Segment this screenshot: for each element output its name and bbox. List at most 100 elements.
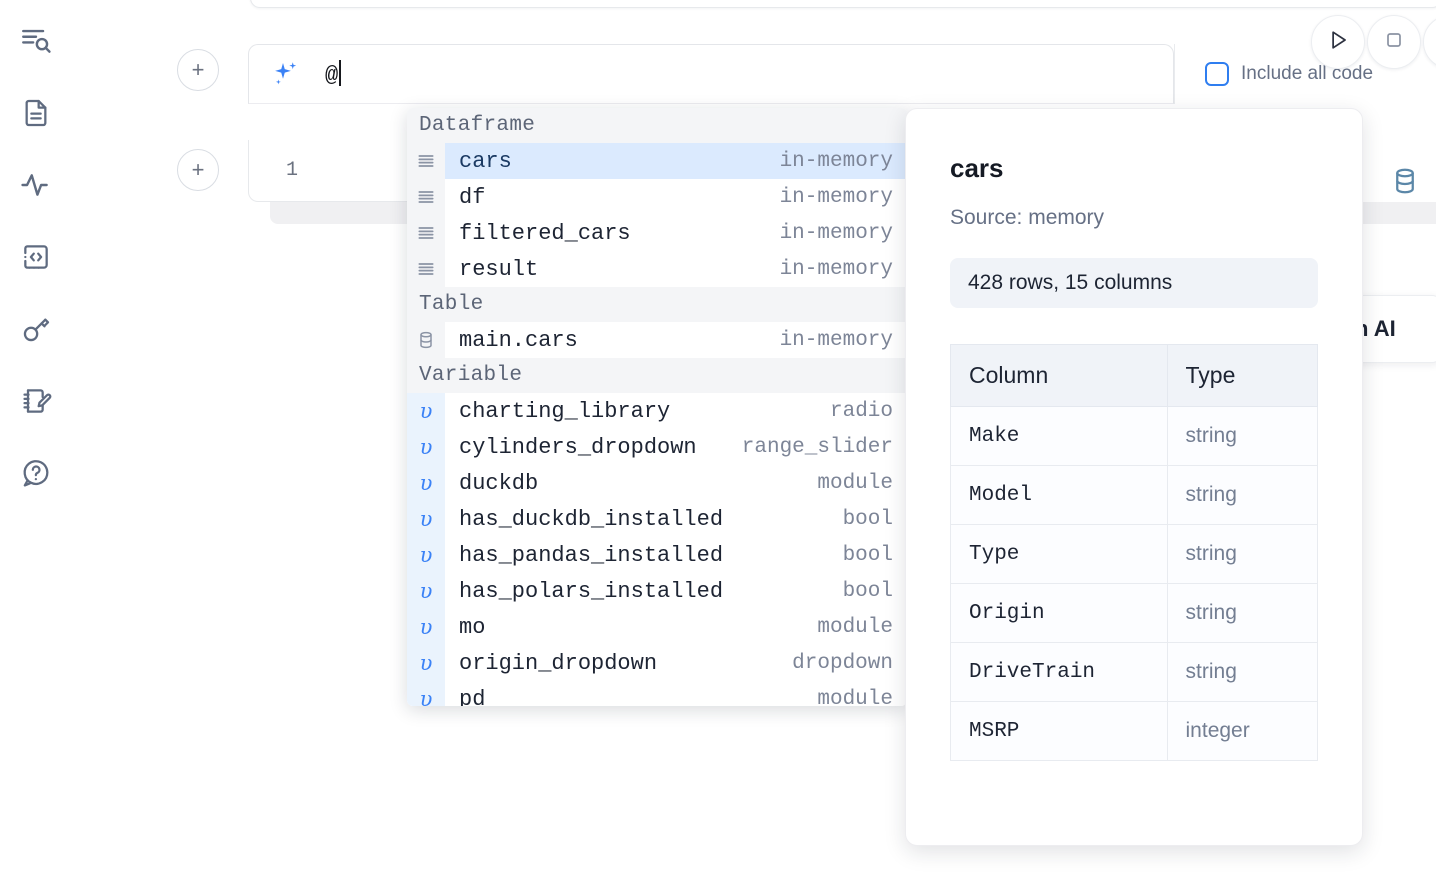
doc-shape-badge: 428 rows, 15 columns bbox=[950, 258, 1318, 308]
autocomplete-item-type: in-memory bbox=[779, 221, 893, 245]
autocomplete-item[interactable]: υ cylinders_dropdown range_slider bbox=[407, 429, 907, 465]
autocomplete-item-type: in-memory bbox=[779, 185, 893, 209]
ai-prompt-input[interactable]: @ bbox=[325, 60, 342, 88]
table-header-row: Column Type bbox=[950, 344, 1319, 407]
add-cell-button-bottom[interactable]: + bbox=[177, 149, 219, 191]
variable-icon: υ bbox=[407, 393, 445, 429]
autocomplete-group-header: Variable bbox=[407, 358, 907, 393]
autocomplete-item-name: cylinders_dropdown bbox=[459, 434, 697, 460]
autocomplete-item-type: bool bbox=[842, 579, 893, 603]
cell-column-type: string bbox=[1166, 642, 1319, 702]
column-header-column: Column bbox=[950, 344, 1168, 407]
autocomplete-item-name: result bbox=[459, 256, 539, 282]
autocomplete-item-type: dropdown bbox=[792, 651, 893, 675]
autocomplete-group-header: Table bbox=[407, 287, 907, 322]
database-icon bbox=[420, 331, 432, 349]
add-cell-button-top[interactable]: + bbox=[177, 49, 219, 91]
autocomplete-item-type: bool bbox=[842, 507, 893, 531]
variable-icon: υ bbox=[419, 615, 433, 639]
explore-icon bbox=[19, 24, 53, 58]
variable-icon: υ bbox=[419, 471, 433, 495]
help-circle-icon bbox=[20, 457, 52, 489]
variable-icon: υ bbox=[419, 579, 433, 603]
autocomplete-item-type: range_slider bbox=[741, 435, 893, 459]
autocomplete-item[interactable]: υ duckdb module bbox=[407, 465, 907, 501]
variable-icon: υ bbox=[407, 573, 445, 609]
cell-above-partial bbox=[250, 0, 1436, 8]
sidebar-item-activity[interactable] bbox=[13, 162, 59, 208]
autocomplete-item-type: module bbox=[817, 471, 893, 495]
sidebar-item-help[interactable] bbox=[13, 450, 59, 496]
sidebar-item-explore[interactable] bbox=[13, 18, 59, 64]
autocomplete-item-name: has_polars_installed bbox=[459, 578, 724, 604]
cell-column-name: MSRP bbox=[950, 701, 1168, 761]
autocomplete-item-name: has_pandas_installed bbox=[459, 542, 724, 568]
cell-column-name: Model bbox=[950, 465, 1168, 525]
variable-icon: υ bbox=[407, 609, 445, 645]
include-all-code-checkbox[interactable] bbox=[1205, 62, 1229, 86]
sidebar-item-snippets[interactable] bbox=[13, 234, 59, 280]
ai-prompt-bar[interactable]: @ bbox=[248, 44, 1174, 104]
square-stop-icon bbox=[1382, 28, 1406, 57]
dataframe-icon bbox=[418, 263, 434, 275]
notebook-pen-icon bbox=[20, 385, 52, 417]
run-button[interactable] bbox=[1311, 15, 1365, 69]
plus-icon: + bbox=[191, 157, 205, 182]
variable-icon: υ bbox=[419, 543, 433, 567]
sidebar-item-files[interactable] bbox=[13, 90, 59, 136]
variable-icon: υ bbox=[419, 399, 433, 423]
dataframe-icon bbox=[407, 251, 445, 287]
cell-column-type: string bbox=[1166, 406, 1319, 466]
database-icon[interactable] bbox=[1390, 166, 1420, 201]
autocomplete-item-name: duckdb bbox=[459, 470, 539, 496]
autocomplete-item-name: origin_dropdown bbox=[459, 650, 658, 676]
cell-column-type: integer bbox=[1166, 701, 1319, 761]
doc-title: cars bbox=[950, 153, 1004, 183]
cell-column-type: string bbox=[1166, 583, 1319, 643]
autocomplete-item-type: in-memory bbox=[779, 328, 893, 352]
sidebar-item-scratchpad[interactable] bbox=[13, 378, 59, 424]
autocomplete-item[interactable]: υ has_polars_installed bool bbox=[407, 573, 907, 609]
stop-button[interactable] bbox=[1367, 15, 1421, 69]
autocomplete-item[interactable]: df in-memory bbox=[407, 179, 907, 215]
cell-column-name: Type bbox=[950, 524, 1168, 584]
sparkle-icon bbox=[271, 59, 301, 89]
sidebar-item-secrets[interactable] bbox=[13, 306, 59, 352]
code-icon bbox=[20, 241, 52, 273]
ai-prompt-value: @ bbox=[325, 63, 339, 88]
plus-icon: + bbox=[191, 57, 205, 82]
autocomplete-item-name: pd bbox=[459, 686, 486, 707]
cell-column-name: Make bbox=[950, 406, 1168, 466]
autocomplete-item-name: df bbox=[459, 184, 486, 210]
variable-icon: υ bbox=[419, 435, 433, 459]
database-icon bbox=[407, 322, 445, 358]
autocomplete-item-name: main.cars bbox=[459, 327, 578, 353]
autocomplete-item-name: filtered_cars bbox=[459, 220, 631, 246]
cell-column-type: string bbox=[1166, 465, 1319, 525]
cell-icon-group: M↓ bbox=[1390, 166, 1436, 201]
autocomplete-group-header: Dataframe bbox=[407, 108, 907, 143]
autocomplete-item[interactable]: filtered_cars in-memory bbox=[407, 215, 907, 251]
autocomplete-item[interactable]: main.cars in-memory bbox=[407, 322, 907, 358]
variable-icon: υ bbox=[419, 651, 433, 675]
include-all-code-label: Include all code bbox=[1241, 63, 1374, 84]
play-icon bbox=[1325, 27, 1351, 58]
doc-source: Source: memory bbox=[950, 206, 1105, 229]
dataframe-icon bbox=[407, 143, 445, 179]
file-text-icon bbox=[20, 97, 52, 129]
autocomplete-item-type: in-memory bbox=[779, 149, 893, 173]
autocomplete-item[interactable]: υ origin_dropdown dropdown bbox=[407, 645, 907, 681]
